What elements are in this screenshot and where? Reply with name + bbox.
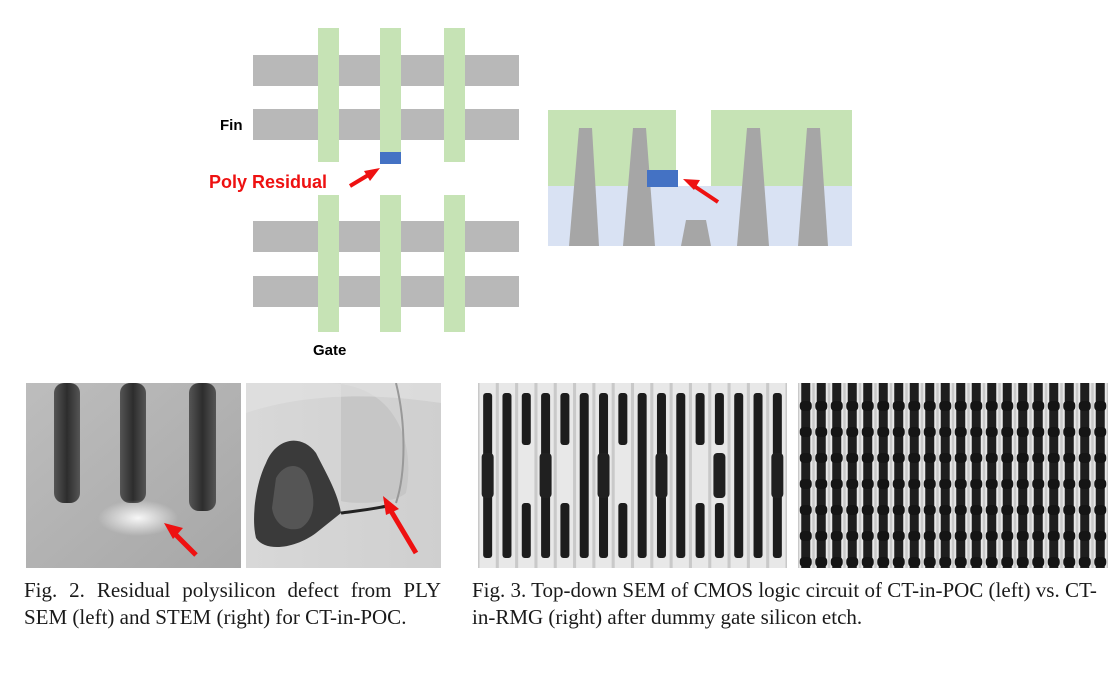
arrow-icon	[348, 168, 380, 188]
ply-sem-image	[26, 383, 241, 568]
gate-line	[318, 195, 339, 332]
layout-topdown-diagram	[253, 28, 519, 332]
arrow-icon	[164, 523, 198, 557]
gate-line	[444, 28, 465, 162]
fin-profile	[798, 128, 828, 246]
cross-section-diagram	[548, 110, 852, 246]
gate-line	[318, 28, 339, 162]
gate-label: Gate	[313, 342, 347, 359]
poly-residual-label: Poly Residual	[209, 172, 328, 192]
figure-2-caption: Fig. 2. Residual polysilicon defect from…	[24, 578, 441, 629]
figure-3-caption: Fig. 3. Top-down SEM of CMOS logic circu…	[472, 578, 1097, 629]
sem-ct-in-rmg-image	[798, 383, 1108, 568]
gate-line	[444, 195, 465, 332]
gate-line	[380, 28, 401, 162]
fin-label: Fin	[220, 117, 243, 134]
arrow-icon	[383, 496, 419, 555]
fin-profile	[623, 128, 655, 246]
fin-profile	[737, 128, 769, 246]
stem-image	[246, 383, 441, 568]
fin-profile	[681, 220, 711, 246]
gate-line	[380, 195, 401, 332]
fin-profile	[569, 128, 599, 246]
poly-residual-block	[380, 152, 401, 164]
sem-ct-in-poc-image	[478, 383, 787, 568]
poly-residual-block	[647, 170, 678, 187]
arrow-icon	[683, 179, 720, 204]
